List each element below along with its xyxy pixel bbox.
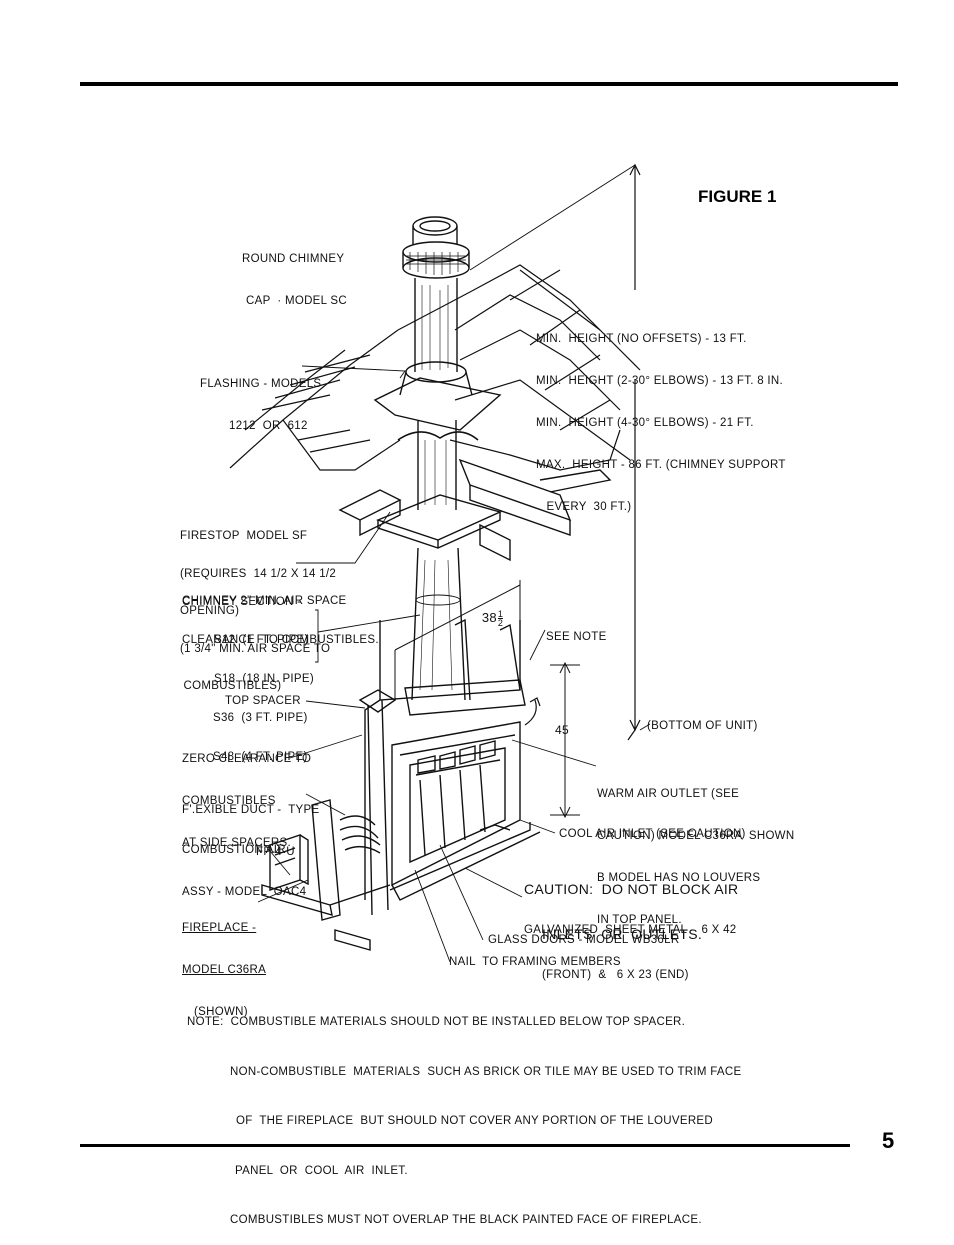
ceiling-joists (338, 458, 612, 562)
fireplace-body (389, 721, 541, 901)
footer-rule (80, 1144, 850, 1147)
chimney-cap (402, 216, 470, 279)
heights-label: MIN. HEIGHT (NO OFFSETS) - 13 FT. MIN. H… (536, 333, 786, 513)
roof (229, 264, 641, 471)
chimney-section-label: CHIMNEY SECTION - (182, 596, 302, 608)
galvanized-sheet-label: GALVANIZED SHEET METAL - 6 X 42 (FRONT) … (524, 924, 737, 981)
depth-dimension (550, 661, 580, 819)
chimney-pipe-upper (414, 278, 458, 372)
glass-doors-label: GLASS DOORS - MODEL WB36LR (488, 934, 680, 946)
firestop-label: FIRESTOP MODEL SF (REQUIRES 14 1/2 X 14 … (180, 530, 337, 692)
top-spacer-label: TOP SPACER (225, 695, 301, 707)
note-block: NOTE: COMBUSTIBLE MATERIALS SHOULD NOT B… (187, 1016, 742, 1226)
chimney-air-space-label: CHIMNEY 2" MIN. AIR SPACE CLEARANCE TO C… (182, 595, 379, 646)
combustion-air-label: COMBUSTION AIR ASSY - MODEL OAC4 (182, 844, 307, 898)
flashing-label: FLASHING - MODELS 1212 OR 612 (200, 378, 322, 432)
width-dimension (394, 580, 521, 700)
leader-lines (257, 365, 651, 963)
flex-duct (339, 815, 381, 854)
warm-air-outlet-label: WARM AIR OUTLET (SEE CAUTION) MODEL C36R… (597, 788, 795, 926)
fireplace-model-label: FIREPLACE - MODEL C36RA (SHOWN) (182, 922, 267, 1018)
flashing (373, 361, 502, 431)
figure-title: FIGURE 1 (698, 187, 777, 206)
header-rule (80, 82, 898, 86)
dimension-45: 45 (555, 723, 569, 737)
nail-label: NAIL TO FRAMING MEMBERS (449, 956, 621, 968)
floor-framing (261, 699, 391, 951)
chimney-cap-label: ROUND CHIMNEY CAP · MODEL SC (242, 253, 347, 307)
framing (358, 618, 526, 900)
page-number: 5 (882, 1128, 895, 1153)
height-dimension (469, 163, 641, 741)
cool-air-inlet-label: COOL AIR INLET (SEE CAUTION) (559, 828, 746, 840)
firestop (375, 494, 503, 549)
chimney-pipe-lower (411, 547, 466, 701)
zero-clearance-label: ZERO CLEARANCE TO COMBUSTIBLES AT SIDE S… (182, 753, 312, 849)
chimney-pipe-attic (397, 420, 479, 510)
see-note-label: SEE NOTE (546, 631, 607, 643)
chimney-pipes-list: S12 (1 FT. PIPE) S18 (18 IN. PIPE) S36 (… (213, 634, 314, 763)
caution-label: CAUTION: DO NOT BLOCK AIR INLETS OR OUTL… (524, 881, 739, 942)
bottom-of-unit-label: (BOTTOM OF UNIT) (647, 720, 758, 732)
flexible-duct-label: F'.EXIBLE DUCT - TYPE FP-4-U (182, 804, 320, 858)
